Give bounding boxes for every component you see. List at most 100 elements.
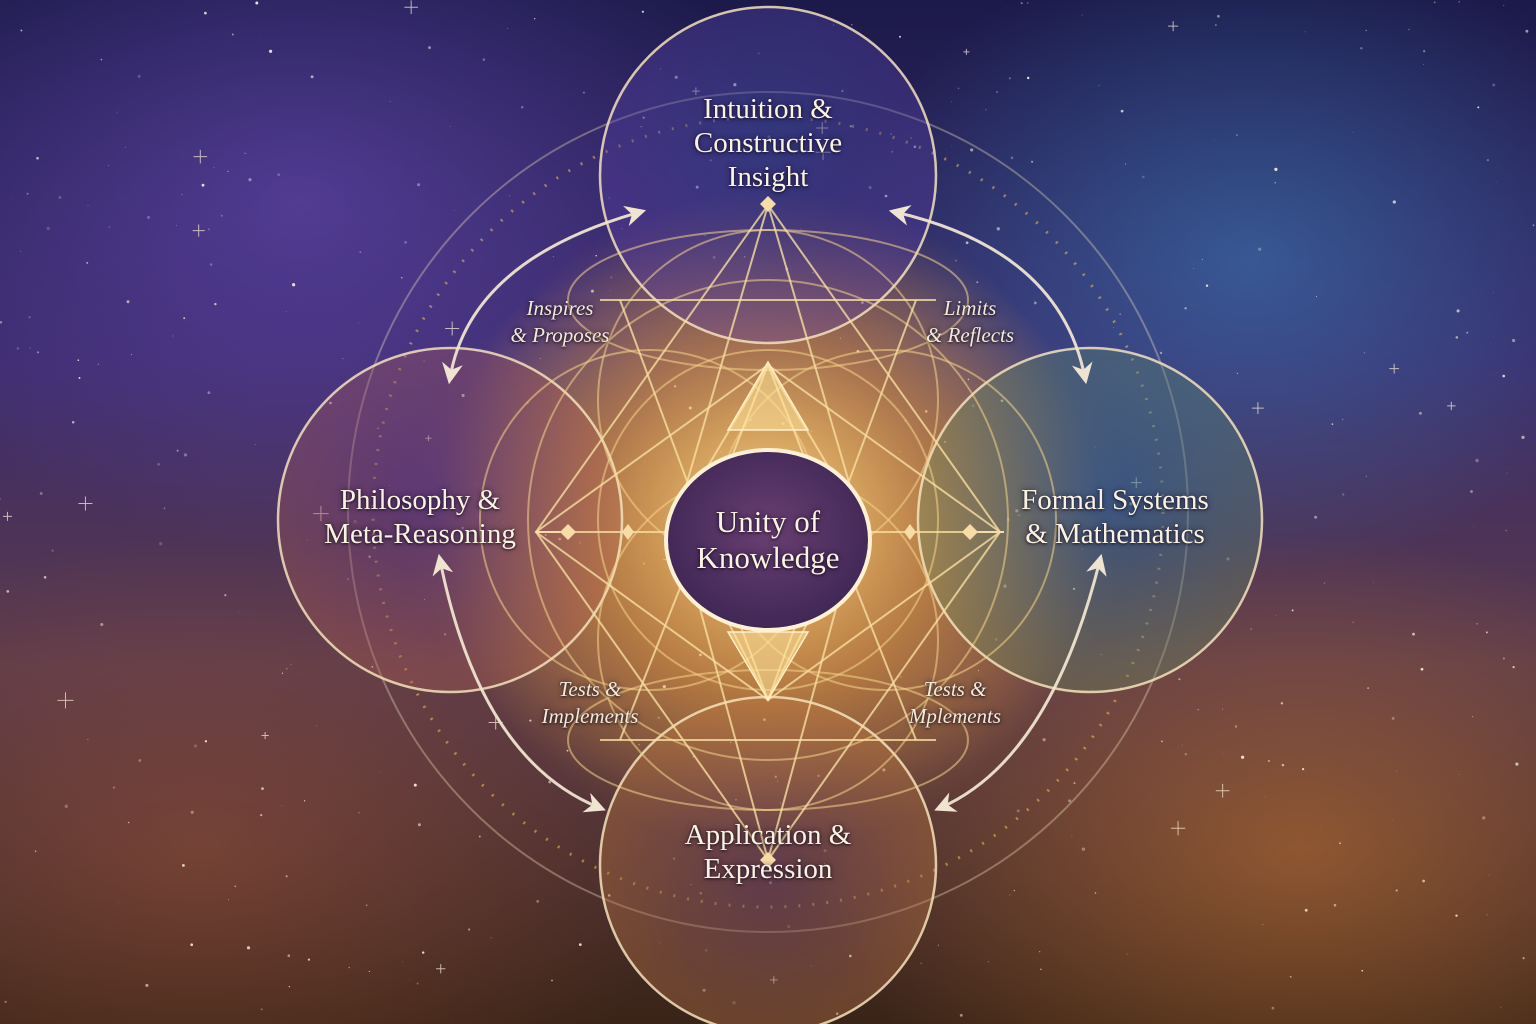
star: [51, 549, 54, 552]
star: [1323, 582, 1326, 584]
star: [20, 29, 23, 32]
star: [261, 787, 264, 790]
star: [987, 961, 989, 963]
star: [1339, 842, 1341, 845]
star: [1331, 423, 1334, 425]
star: [137, 74, 141, 78]
star: [1236, 372, 1238, 374]
center-disc: [664, 448, 872, 632]
star: [1142, 175, 1145, 179]
star-sparkle: [963, 48, 970, 55]
star: [310, 75, 314, 79]
star: [389, 101, 391, 102]
star: [204, 11, 207, 15]
star: [358, 322, 360, 324]
star: [1488, 874, 1490, 876]
star: [1315, 296, 1317, 297]
star: [1281, 763, 1285, 767]
star: [1342, 493, 1345, 496]
star: [87, 739, 89, 741]
star: [951, 101, 953, 103]
star: [220, 214, 223, 217]
star: [641, 10, 645, 13]
star: [1008, 77, 1011, 80]
relation-arrows: [432, 205, 1107, 813]
star: [1236, 134, 1238, 136]
top-triangle: [726, 360, 810, 431]
node-label-top: Intuition & Constructive Insight: [693, 93, 843, 193]
star: [1505, 529, 1508, 532]
star: [1264, 796, 1266, 797]
star: [1496, 181, 1498, 183]
star: [1470, 490, 1473, 493]
star: [1314, 515, 1318, 519]
star: [851, 23, 853, 26]
star: [176, 225, 177, 227]
star: [1506, 472, 1508, 474]
star: [1352, 131, 1354, 133]
junction-diamonds: [536, 196, 1004, 868]
node-label-left: Philosophy & Meta-Reasoning: [324, 484, 516, 550]
star: [78, 376, 81, 379]
star: [401, 961, 403, 963]
star: [36, 156, 39, 160]
star: [207, 228, 210, 231]
star: [1521, 435, 1525, 440]
star: [359, 251, 362, 254]
star: [1289, 975, 1292, 978]
star: [1274, 181, 1276, 184]
star: [1120, 109, 1124, 113]
star: [451, 1022, 453, 1023]
star: [176, 449, 179, 452]
star: [214, 302, 217, 306]
star: [1213, 139, 1215, 141]
star: [417, 183, 421, 187]
star: [1113, 327, 1114, 328]
star: [428, 46, 431, 49]
star: [1503, 4, 1505, 6]
star: [157, 462, 160, 466]
star: [303, 800, 306, 802]
star: [1274, 167, 1278, 172]
star: [1262, 923, 1264, 926]
star: [64, 804, 68, 808]
star: [1363, 352, 1366, 354]
star: [163, 507, 166, 510]
star: [124, 146, 127, 148]
star: [1178, 678, 1181, 681]
star: [260, 814, 263, 817]
relation-label-bottom-right: Tests & Mplements: [908, 677, 1002, 728]
star: [291, 283, 296, 287]
star: [1320, 825, 1322, 827]
star: [1422, 879, 1425, 883]
star: [578, 943, 582, 946]
star: [10, 198, 12, 199]
star: [285, 875, 288, 878]
star-sparkle: [1252, 402, 1264, 415]
star: [159, 542, 163, 546]
star: [1119, 313, 1121, 315]
star: [268, 49, 273, 53]
star-sparkle: [1168, 21, 1179, 32]
star: [404, 241, 407, 244]
star: [234, 885, 237, 888]
star: [1159, 351, 1163, 355]
star: [1291, 609, 1294, 612]
star: [1071, 835, 1073, 837]
star: [1412, 632, 1415, 636]
star: [58, 195, 62, 199]
star: [39, 492, 43, 495]
star: [1241, 755, 1245, 759]
star: [126, 300, 130, 304]
star: [231, 33, 234, 36]
star: [6, 590, 10, 593]
star: [1304, 31, 1306, 33]
star: [342, 358, 344, 360]
star: [1201, 258, 1203, 260]
star: [1522, 957, 1525, 960]
star: [1396, 770, 1397, 772]
star: [1476, 623, 1478, 625]
star: [1214, 24, 1217, 27]
star-sparkle: [1389, 363, 1400, 374]
star: [1271, 1006, 1275, 1010]
